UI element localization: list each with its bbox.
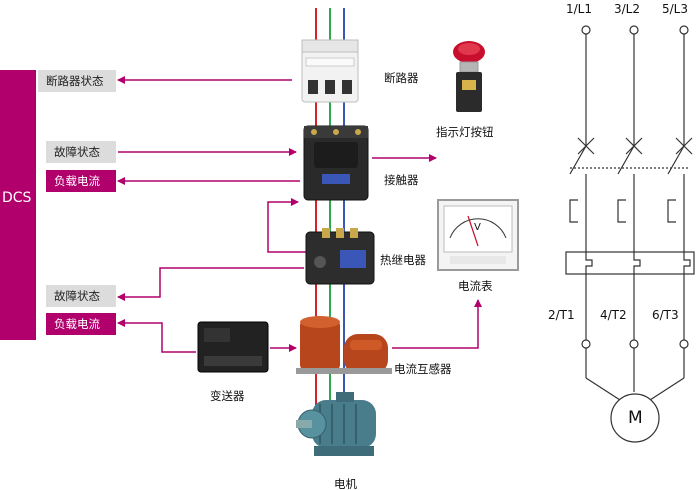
- terminal-l3: [679, 25, 689, 35]
- meter-unit: V: [474, 222, 481, 233]
- contactor-device: [303, 125, 369, 201]
- label-load-current-1: 负载电流: [46, 170, 116, 192]
- label-breaker-status: 断路器状态: [38, 70, 116, 92]
- indicator-button-device: [453, 41, 485, 112]
- arrow-load-current-2: [117, 319, 196, 353]
- dcs-label: DCS: [2, 190, 32, 206]
- breaker-device: [301, 39, 359, 103]
- overload-box: [565, 251, 695, 275]
- label-transmitter: 变送器: [210, 389, 245, 403]
- label-indicator-button: 指示灯按钮: [436, 125, 494, 139]
- arrow-ammeter: [392, 299, 482, 349]
- label-ammeter: 电流表: [458, 279, 493, 293]
- dcs-bar: [0, 70, 36, 340]
- motor-device: [296, 392, 376, 456]
- terminal-t1: [581, 339, 591, 349]
- label-terminal-l3: 5/L3: [662, 2, 688, 16]
- label-terminal-t2: 4/T2: [600, 308, 627, 322]
- label-terminal-l1: 1/L1: [566, 2, 592, 16]
- terminal-l1: [581, 25, 591, 35]
- terminal-t3: [679, 339, 689, 349]
- label-breaker: 断路器: [384, 71, 419, 85]
- arrow-thermal-feedback: [267, 198, 306, 253]
- label-terminal-l2: 3/L2: [614, 2, 640, 16]
- thermal-relay-device: [305, 228, 375, 285]
- transmitter-device: [197, 321, 269, 373]
- terminal-l2: [629, 25, 639, 35]
- signal-arrows: [117, 76, 482, 353]
- motor-symbol-label: M: [628, 408, 643, 428]
- label-load-current-2: 负载电流: [46, 313, 116, 335]
- label-current-transformer: 电流互感器: [394, 362, 452, 376]
- current-transformer-device: [296, 316, 392, 374]
- label-fault-status-2: 故障状态: [46, 285, 116, 307]
- label-fault-status-1: 故障状态: [46, 141, 116, 163]
- motor-symbol: [610, 393, 660, 443]
- arrow-fault-status-2: [117, 267, 304, 301]
- schematic: [565, 25, 695, 443]
- label-terminal-t1: 2/T1: [548, 308, 575, 322]
- label-contactor: 接触器: [384, 173, 419, 187]
- label-thermal-relay: 热继电器: [380, 253, 426, 267]
- ammeter-device: [437, 199, 519, 271]
- label-motor: 电机: [334, 477, 357, 490]
- terminal-t2: [629, 339, 639, 349]
- label-terminal-t3: 6/T3: [652, 308, 679, 322]
